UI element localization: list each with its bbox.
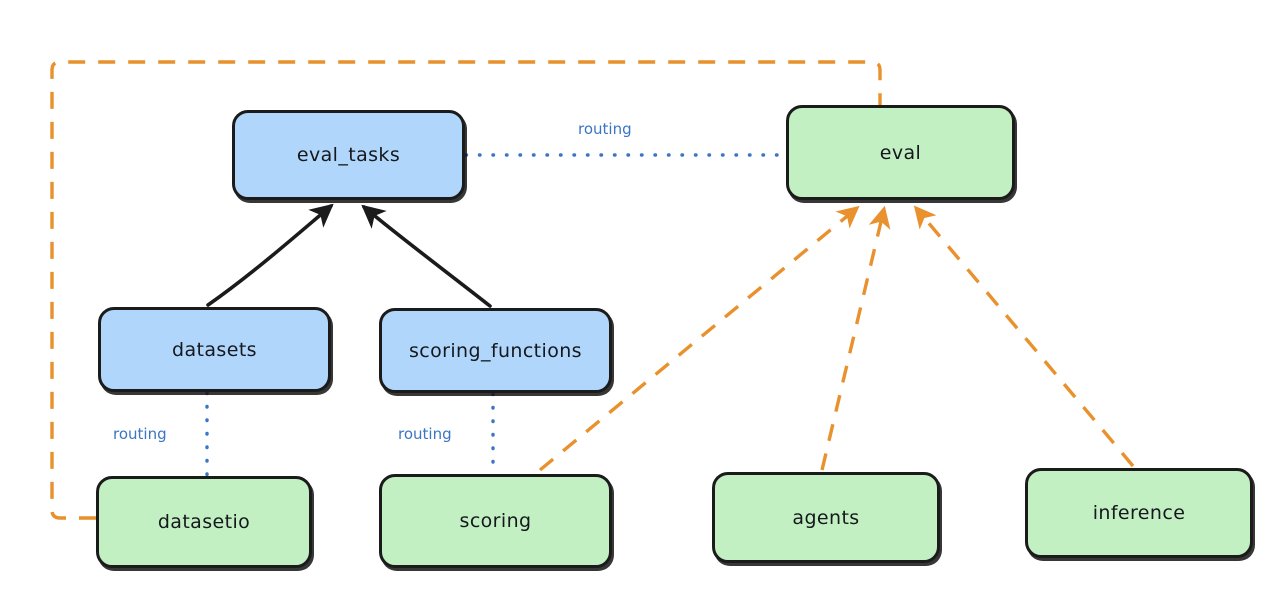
node-label-eval-tasks: eval_tasks: [296, 144, 401, 166]
edge-label-routing-scoring-functions-scoring: routing: [398, 425, 452, 443]
node-datasetio[interactable]: datasetio: [96, 476, 312, 568]
edge-datasets-to-eval-tasks: [206, 203, 334, 307]
node-scoring-functions[interactable]: scoring_functions: [379, 308, 612, 393]
edge-inference-to-eval: [913, 205, 1135, 468]
node-eval-tasks[interactable]: eval_tasks: [232, 110, 465, 200]
node-scoring[interactable]: scoring: [379, 474, 612, 568]
node-datasets[interactable]: datasets: [98, 307, 331, 392]
node-label-inference: inference: [1092, 502, 1186, 524]
edge-scoring-functions-to-eval-tasks: [361, 204, 492, 308]
edge-label-routing-eval-tasks-eval: routing: [578, 120, 632, 138]
edge-agents-to-eval: [820, 205, 891, 471]
node-eval[interactable]: eval: [786, 105, 1015, 200]
node-agents[interactable]: agents: [712, 472, 940, 563]
node-inference[interactable]: inference: [1025, 468, 1253, 558]
node-label-scoring: scoring: [459, 510, 532, 532]
node-label-agents: agents: [792, 506, 860, 529]
node-label-scoring-functions: scoring_functions: [409, 339, 582, 362]
edge-datasetio-to-eval: [50, 60, 892, 520]
edge-label-routing-datasets-datasetio: routing: [113, 425, 167, 443]
node-label-datasetio: datasetio: [157, 511, 251, 533]
node-label-datasets: datasets: [172, 338, 257, 361]
node-label-eval: eval: [879, 141, 922, 164]
